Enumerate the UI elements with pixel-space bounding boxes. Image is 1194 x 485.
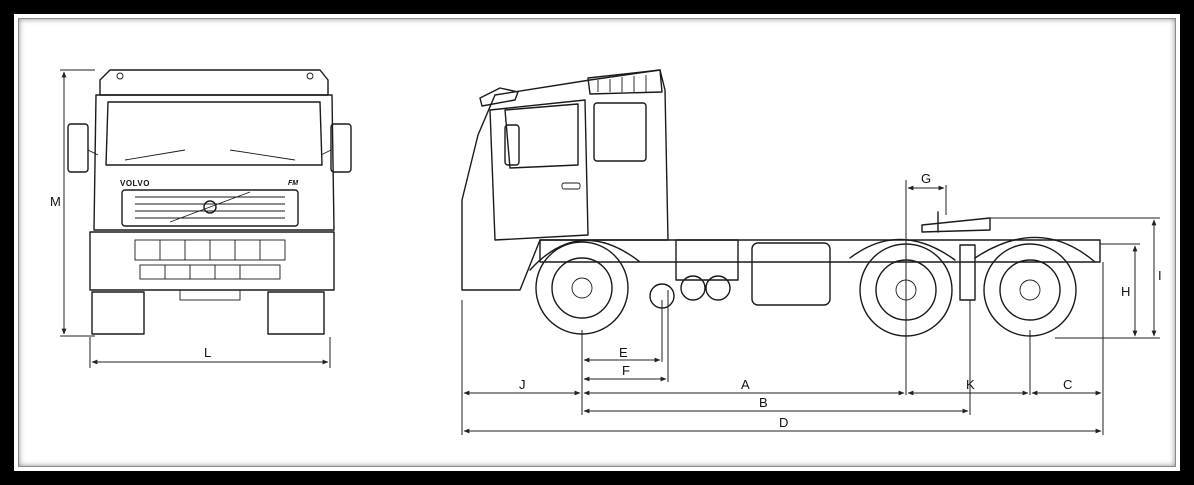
side-view: E F J A K C B D G H I (461, 69, 1162, 435)
model-badge: FM (288, 180, 298, 187)
dimension-d-label: D (779, 415, 788, 430)
dimension-b-label: B (759, 395, 768, 410)
front-bumper (89, 231, 335, 291)
dimension-m-label: M (50, 194, 61, 209)
mirror-left (67, 123, 89, 173)
suspension (959, 244, 976, 301)
side-mirror (504, 124, 520, 166)
dimension-a-label: A (741, 377, 750, 392)
front-grille (121, 189, 299, 227)
cab-vent (587, 69, 663, 95)
dimension-j-label: J (519, 377, 526, 392)
rear-cab-window (593, 102, 647, 162)
door-window (504, 103, 579, 169)
cab-door (489, 99, 589, 241)
dimension-h-label: H (1121, 284, 1130, 299)
inner-border (18, 18, 1176, 467)
dimension-g-label: G (921, 171, 931, 186)
brand-badge: VOLVO (120, 179, 150, 188)
battery-box (675, 239, 739, 281)
fuel-tank (751, 242, 831, 306)
cab-visor (479, 87, 519, 107)
air-tank-1 (680, 275, 706, 301)
front-view: VOLVO FM M L (50, 69, 352, 368)
fender-front (529, 239, 641, 271)
dimension-k-label: K (966, 377, 975, 392)
dimension-f-label: F (622, 363, 630, 378)
wheel-rear (983, 243, 1077, 337)
windshield (105, 101, 323, 166)
front-cab-body (93, 94, 335, 231)
dimension-l-label: L (204, 345, 211, 360)
air-tank-2 (705, 275, 731, 301)
front-roof (99, 69, 329, 96)
fifth-wheel (921, 217, 991, 233)
fender-rear (974, 236, 1096, 263)
front-wheel-right (267, 291, 325, 335)
volvo-logo-icon (203, 200, 217, 214)
dimension-c-label: C (1063, 377, 1072, 392)
chassis-frame (539, 239, 1101, 263)
dimension-i-label: I (1158, 268, 1162, 283)
mirror-right (330, 123, 352, 173)
wheel-front (535, 241, 629, 335)
fender-mid (849, 238, 956, 261)
dimension-e-label: E (619, 345, 628, 360)
front-wheel-left (91, 291, 145, 335)
